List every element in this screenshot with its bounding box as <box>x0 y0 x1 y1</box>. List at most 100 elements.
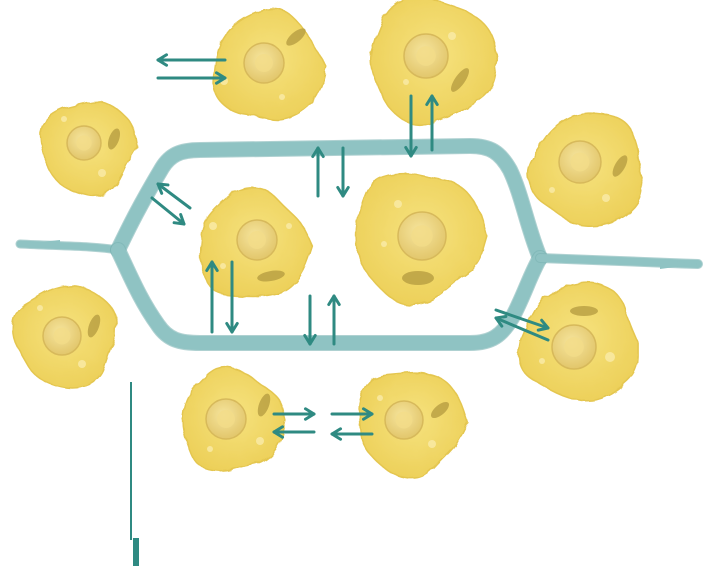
arrow-head <box>536 318 550 332</box>
cell-organelle <box>257 270 285 282</box>
cell-nucleolus <box>564 337 584 357</box>
cell-icon <box>11 285 117 389</box>
cell-granule <box>209 222 217 230</box>
arrow-head <box>272 425 285 439</box>
capillary-segment <box>111 139 547 265</box>
cell-granule <box>61 116 67 122</box>
cell-organelle <box>107 128 121 150</box>
cell-organelle <box>450 68 470 92</box>
cell-nucleolus <box>255 54 273 72</box>
cell-granule <box>394 200 402 208</box>
exchange-arrow-icon <box>494 308 550 332</box>
cell-granule <box>403 79 409 85</box>
exchange-arrow-icon <box>336 146 350 198</box>
cell-icon <box>518 281 639 402</box>
marker-line <box>130 382 139 566</box>
cell-icon <box>526 112 643 227</box>
cell-granule <box>381 241 387 247</box>
marker-thin-line <box>130 382 132 540</box>
arrow-head <box>494 315 508 328</box>
arrow-shaft <box>156 182 192 210</box>
cell-organelle <box>87 314 101 338</box>
cell-granule <box>37 305 43 311</box>
arrow-head <box>225 321 239 334</box>
cell-organelle <box>286 28 306 46</box>
capillary-tip-left <box>20 240 60 249</box>
arrow-head <box>205 260 219 273</box>
cell-granule <box>448 32 456 40</box>
exchange-arrow-icon <box>425 94 439 152</box>
cell-icon <box>358 371 469 479</box>
marker-thick-line <box>133 538 139 566</box>
exchange-arrow-icon <box>327 294 341 346</box>
exchange-arrow-icon <box>156 182 192 210</box>
arrow-head <box>404 145 418 158</box>
capillary-vessel <box>15 138 703 351</box>
cell-organelle <box>430 401 450 419</box>
cell-granule <box>605 352 615 362</box>
cell-nucleolus <box>416 46 436 66</box>
cell-granule <box>377 395 383 401</box>
cell-organelle <box>402 271 434 285</box>
cell-granule <box>220 263 226 269</box>
exchange-arrow-icon <box>303 294 317 346</box>
cell-nucleolus <box>76 135 92 151</box>
cell-nucleolus <box>570 152 590 172</box>
exchange-arrow-icon <box>272 425 316 439</box>
cell-granule <box>78 360 86 368</box>
cell-icon <box>212 8 328 121</box>
arrow-shaft <box>150 196 186 226</box>
arrow-head <box>330 427 343 441</box>
cell-icon <box>182 366 287 472</box>
arrow-shaft <box>494 316 550 342</box>
capillary-segment <box>111 243 547 350</box>
cell-icon <box>370 0 499 127</box>
arrow-head <box>214 71 227 85</box>
cell-organelle <box>612 155 628 177</box>
arrow-shaft <box>494 308 550 330</box>
arrow-head <box>327 294 341 307</box>
cell-granule <box>539 358 545 364</box>
arrow-head <box>336 185 350 198</box>
cell-granule <box>286 223 292 229</box>
capillary-tip-right <box>660 259 698 269</box>
arrow-head <box>361 407 374 421</box>
cell-icon <box>199 187 314 298</box>
exchange-arrow-group <box>150 53 550 441</box>
arrow-head <box>303 407 316 421</box>
cell-granule <box>549 187 555 193</box>
arrow-head <box>172 213 186 226</box>
exchange-arrow-icon <box>272 407 316 421</box>
exchange-arrow-icon <box>225 260 239 334</box>
cell-nucleolus <box>248 231 266 249</box>
cell-organelle <box>257 393 271 417</box>
arrow-head <box>303 333 317 346</box>
arrow-head <box>425 94 439 107</box>
exchange-arrow-icon <box>494 315 550 342</box>
cell-granule <box>428 440 436 448</box>
cell-granule <box>98 169 106 177</box>
exchange-arrow-icon <box>311 146 325 198</box>
exchange-arrow-icon <box>205 260 219 334</box>
arrow-head <box>156 182 170 195</box>
exchange-arrow-icon <box>150 196 186 226</box>
cell-granule <box>256 437 264 445</box>
exchange-arrow-icon <box>330 407 374 421</box>
exchange-arrow-icon <box>156 53 227 67</box>
cell-icon <box>355 172 488 306</box>
arrow-head <box>156 53 169 67</box>
arrow-head <box>311 146 325 159</box>
cell-nucleolus <box>411 225 433 247</box>
cell-granule <box>279 94 285 100</box>
exchange-arrow-icon <box>156 71 227 85</box>
exchange-arrow-icon <box>330 427 374 441</box>
cell-nucleolus <box>217 410 235 428</box>
cell-organelle <box>570 306 598 316</box>
cell-nucleolus <box>395 411 413 429</box>
cell-nucleolus <box>53 327 71 345</box>
cell-group <box>11 0 643 479</box>
exchange-arrow-icon <box>404 94 418 158</box>
cell-granule <box>602 194 610 202</box>
